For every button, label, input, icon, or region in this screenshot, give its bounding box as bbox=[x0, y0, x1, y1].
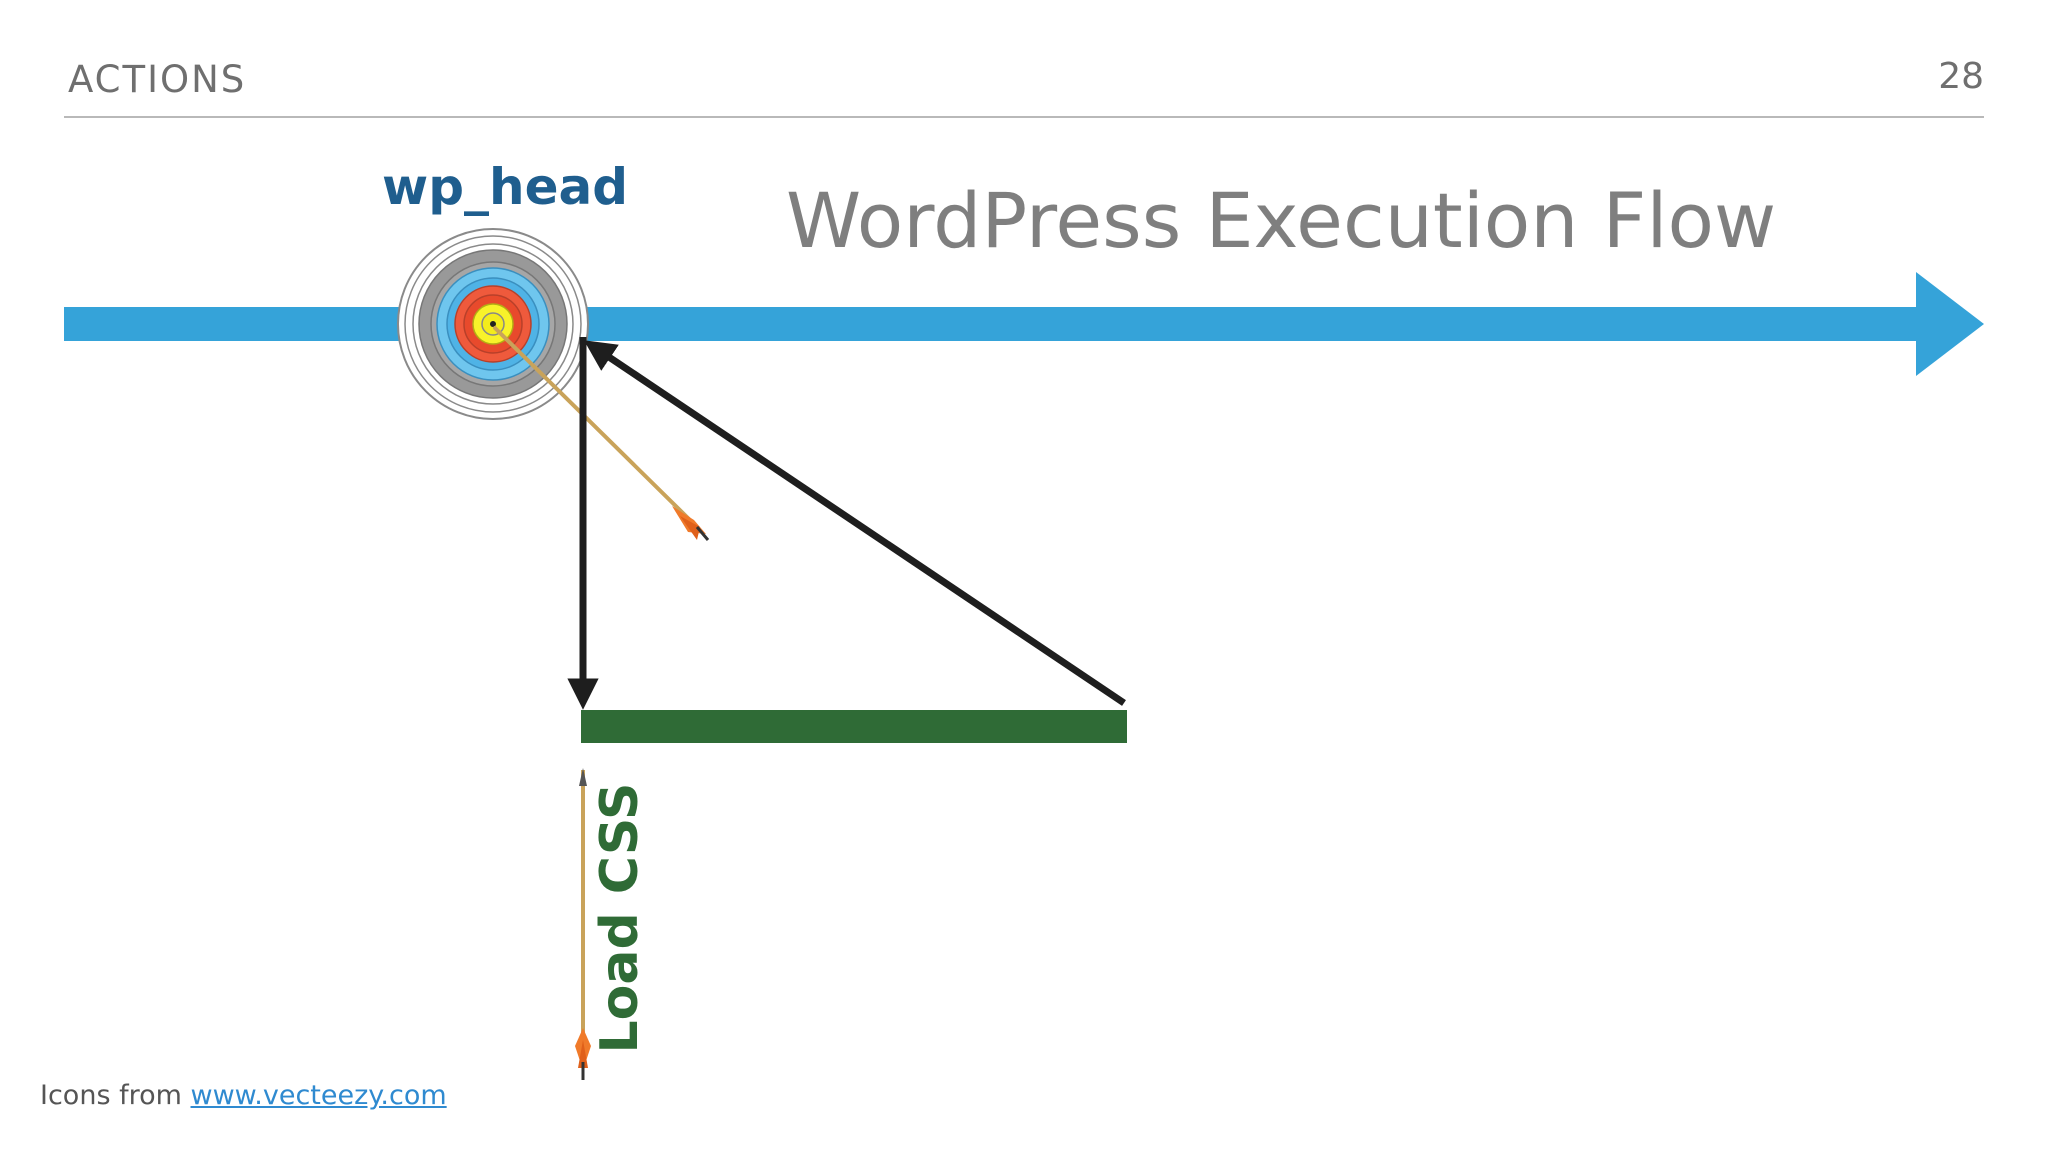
flow-title: WordPress Execution Flow bbox=[786, 176, 1777, 265]
credit-link[interactable]: www.vecteezy.com bbox=[190, 1080, 447, 1111]
timeline-bar bbox=[64, 307, 1924, 341]
action-label: Load CSS bbox=[590, 782, 650, 1054]
timeline-arrow bbox=[64, 272, 1984, 376]
icon-credit: Icons from www.vecteezy.com bbox=[40, 1080, 447, 1111]
arrow-hitting-target-icon bbox=[493, 326, 710, 541]
page-number: 28 bbox=[1938, 56, 1984, 97]
header-divider bbox=[64, 116, 1984, 118]
section-title: ACTIONS bbox=[68, 58, 247, 101]
connector-arrows bbox=[567, 337, 1126, 710]
target-label: wp_head bbox=[382, 158, 629, 216]
vertical-arrow-icon bbox=[575, 768, 591, 1080]
credit-prefix: Icons from bbox=[40, 1080, 191, 1111]
action-bar bbox=[581, 710, 1127, 743]
timeline-arrowhead bbox=[1916, 272, 1984, 376]
return-connector-arrow bbox=[583, 340, 1126, 706]
